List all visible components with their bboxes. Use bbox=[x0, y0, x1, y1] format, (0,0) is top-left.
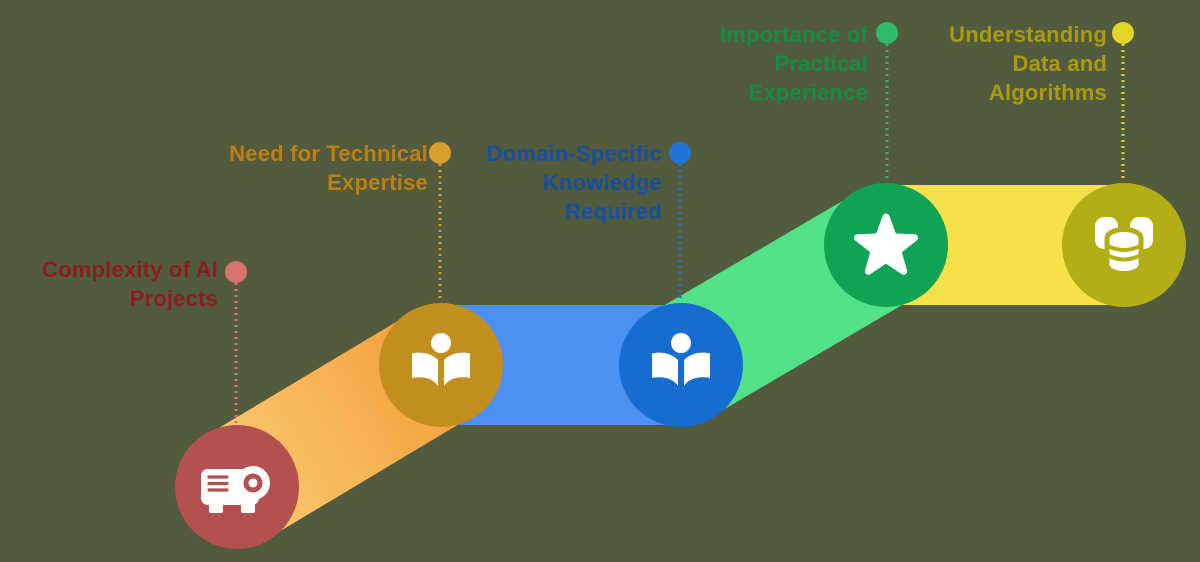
projector-foot-right bbox=[241, 503, 255, 513]
step-label-domain: Domain-Specific Knowledge Required bbox=[486, 141, 662, 224]
step-circle-domain bbox=[619, 303, 743, 427]
step-label-data: Understanding Data and Algorithms bbox=[949, 22, 1107, 105]
book-page-left bbox=[652, 352, 678, 386]
database-icon bbox=[1095, 217, 1153, 276]
projector-lens-center bbox=[248, 478, 258, 488]
connector-dot-data bbox=[1112, 22, 1134, 44]
reader-head bbox=[671, 333, 691, 353]
connector-lines bbox=[234, 44, 1125, 424]
star-icon bbox=[853, 213, 919, 275]
step-label-expertise: Need for Technical Expertise bbox=[229, 141, 428, 195]
projector-icon bbox=[201, 466, 270, 513]
projector-foot-left bbox=[209, 503, 223, 513]
connector-dot-expertise bbox=[429, 142, 451, 164]
step-label-experience: Importance of Practical Experience bbox=[719, 22, 868, 105]
step-circle-expertise bbox=[379, 303, 503, 427]
book-page-right bbox=[444, 352, 470, 386]
book-page-left bbox=[412, 352, 438, 386]
projector-vents bbox=[207, 475, 229, 492]
book-reader-icon bbox=[412, 333, 470, 386]
connector-dot-experience bbox=[876, 22, 898, 44]
book-page-right bbox=[684, 352, 710, 386]
connector-dots bbox=[225, 22, 1134, 283]
database-rings bbox=[1106, 244, 1142, 262]
star-shape bbox=[853, 213, 919, 275]
step-label-complexity: Complexity of AI Projects bbox=[42, 257, 218, 311]
connector-dot-complexity bbox=[225, 261, 247, 283]
reader-head bbox=[431, 333, 451, 353]
connector-dot-domain bbox=[669, 142, 691, 164]
book-reader-icon bbox=[652, 333, 710, 386]
